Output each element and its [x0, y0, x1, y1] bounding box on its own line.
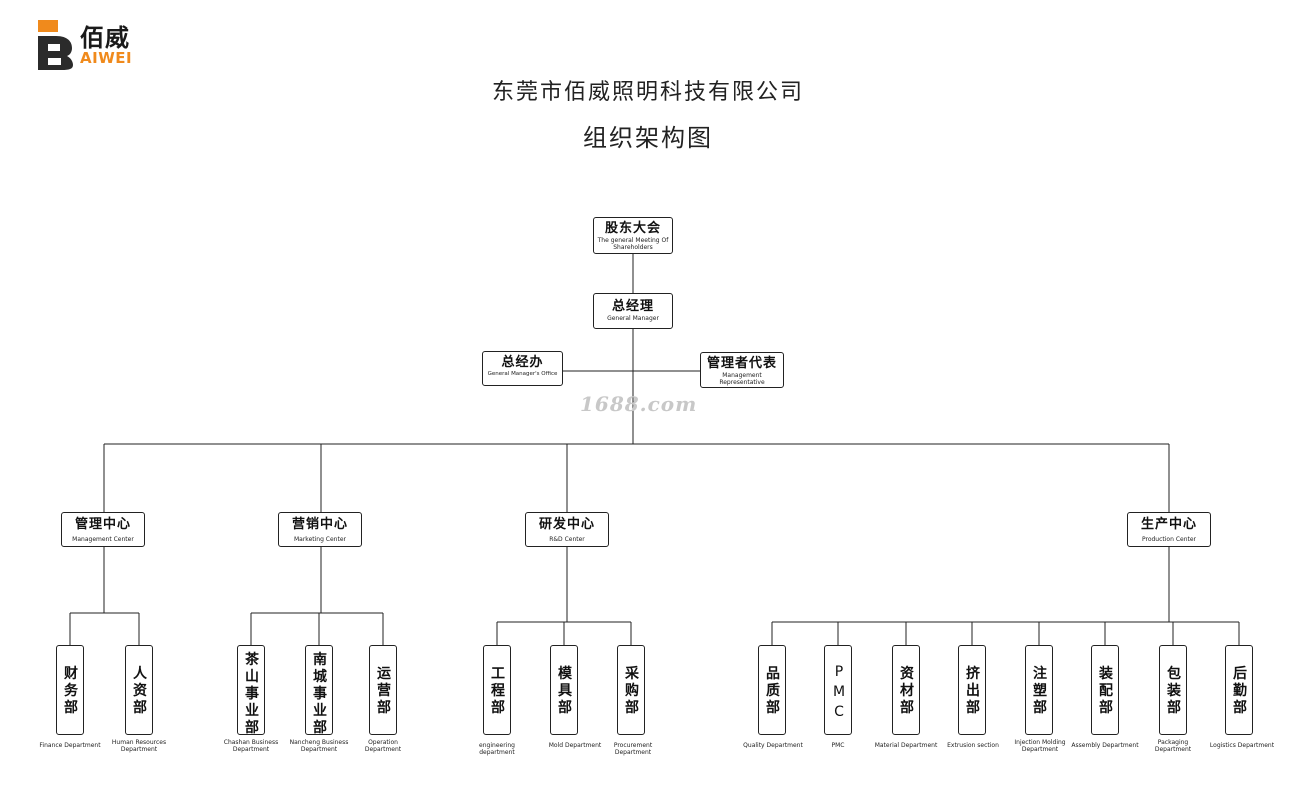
dept-label-cn: P M C: [832, 664, 846, 720]
dept-label-cn: 装 配 部: [1099, 666, 1113, 716]
dept-label-cn: 包 装 部: [1167, 666, 1181, 716]
dept-label-cn: 工 程 部: [491, 666, 505, 716]
dept-nancheng-business: 南 城 事 业 部: [305, 645, 333, 736]
chart-title: 组织架构图: [583, 124, 713, 152]
dept-injection-molding: 注 塑 部: [1025, 645, 1053, 735]
dept-label-cn: 模 具 部: [558, 666, 572, 716]
dept-label-cn: 注 塑 部: [1033, 666, 1047, 716]
dept-chashan-business: 茶 山 事 业 部: [237, 645, 265, 736]
node-label-en: General Manager: [607, 315, 659, 322]
dept-mold: 模 具 部: [550, 645, 578, 735]
dept-material: 资 材 部: [892, 645, 920, 735]
company-name: 东莞市佰威照明科技有限公司: [491, 80, 804, 105]
node-management-representative: 管理者代表 Management Representative: [700, 352, 784, 388]
b-letter-logo-icon: [38, 20, 73, 70]
dept-human-resources: 人 资 部: [125, 645, 153, 735]
node-rd-center: 研发中心 R&D Center: [525, 512, 609, 547]
node-gm-office: 总经办 General Manager's Office: [482, 351, 563, 386]
dept-finance: 财 务 部: [56, 645, 84, 735]
node-label-en: R&D Center: [549, 536, 585, 543]
logo-chinese-name: 佰威: [80, 24, 130, 52]
dept-label-cn: 资 材 部: [900, 666, 914, 716]
node-production-center: 生产中心 Production Center: [1127, 512, 1211, 547]
dept-label-cn: 人 资 部: [133, 666, 147, 716]
node-marketing-center: 营销中心 Marketing Center: [278, 512, 362, 547]
dept-label-cn: 运 营 部: [377, 666, 391, 716]
node-label-cn: 管理中心: [74, 517, 131, 532]
dept-label-cn: 品 质 部: [766, 666, 780, 716]
dept-label-en: Material Department: [874, 742, 938, 749]
node-label-cn: 生产中心: [1140, 517, 1197, 532]
dept-label-cn: 南 城 事 业 部: [313, 652, 327, 736]
dept-assembly: 装 配 部: [1091, 645, 1119, 735]
dept-label-en: Human Resources Department: [111, 739, 167, 753]
dept-logistics: 后 勤 部: [1225, 645, 1253, 735]
dept-label-cn: 财 务 部: [64, 666, 78, 716]
dept-label-en: engineering department: [479, 742, 515, 756]
node-label-cn: 股东大会: [604, 221, 661, 236]
dept-label-en: Chashan Business Department: [223, 739, 279, 753]
dept-label-en: Logistics Department: [1209, 742, 1275, 749]
node-label-cn: 总经理: [611, 299, 654, 314]
dept-label-en: Procurement Department: [613, 742, 653, 756]
dept-label-en: Injection Molding Department: [1014, 739, 1066, 753]
dept-procurement: 采 购 部: [617, 645, 645, 735]
dept-label-en: Assembly Department: [1071, 742, 1139, 749]
node-label-en: Marketing Center: [293, 536, 346, 543]
dept-packaging: 包 装 部: [1159, 645, 1187, 735]
dept-extrusion: 挤 出 部: [958, 645, 986, 735]
dept-label-en: Packaging Department: [1154, 739, 1192, 753]
node-label-en: Management Center: [72, 536, 134, 543]
logo-english-name: AIWEI: [80, 49, 133, 67]
dept-quality: 品 质 部: [758, 645, 786, 735]
dept-label-cn: 后 勤 部: [1233, 666, 1247, 716]
node-label-cn: 营销中心: [291, 517, 348, 532]
dept-label-cn: 挤 出 部: [966, 666, 980, 716]
node-label-en: Management Representative: [719, 372, 765, 386]
node-general-manager: 总经理 General Manager: [593, 293, 673, 329]
dept-label-cn: 采 购 部: [625, 666, 639, 716]
dept-label-en: Mold Department: [548, 742, 602, 749]
node-label-en: Production Center: [1141, 536, 1197, 543]
dept-label-en: Nancheng Business Department: [289, 739, 349, 753]
dept-operation: 运 营 部: [369, 645, 397, 735]
dept-label-en: Operation Department: [364, 739, 402, 753]
node-management-center: 管理中心 Management Center: [61, 512, 145, 547]
dept-label-cn: 茶 山 事 业 部: [245, 652, 259, 736]
node-label-cn: 总经办: [501, 355, 544, 370]
watermark: 1688.com: [580, 392, 698, 416]
dept-label-en: Extrusion section: [947, 742, 999, 749]
dept-pmc: P M C: [824, 645, 852, 735]
company-logo: 佰威 AIWEI: [36, 18, 156, 74]
dept-label-en: PMC: [831, 742, 845, 749]
dept-engineering: 工 程 部: [483, 645, 511, 735]
node-label-en: The general Meeting Of Shareholders: [597, 237, 669, 251]
node-label-cn: 研发中心: [538, 517, 595, 532]
dept-label-en: Quality Department: [743, 742, 803, 749]
dept-label-en: Finance Department: [39, 742, 101, 749]
node-label-cn: 管理者代表: [706, 356, 777, 371]
node-label-en: General Manager's Office: [487, 371, 558, 377]
node-shareholders: 股东大会 The general Meeting Of Shareholders: [593, 217, 673, 254]
